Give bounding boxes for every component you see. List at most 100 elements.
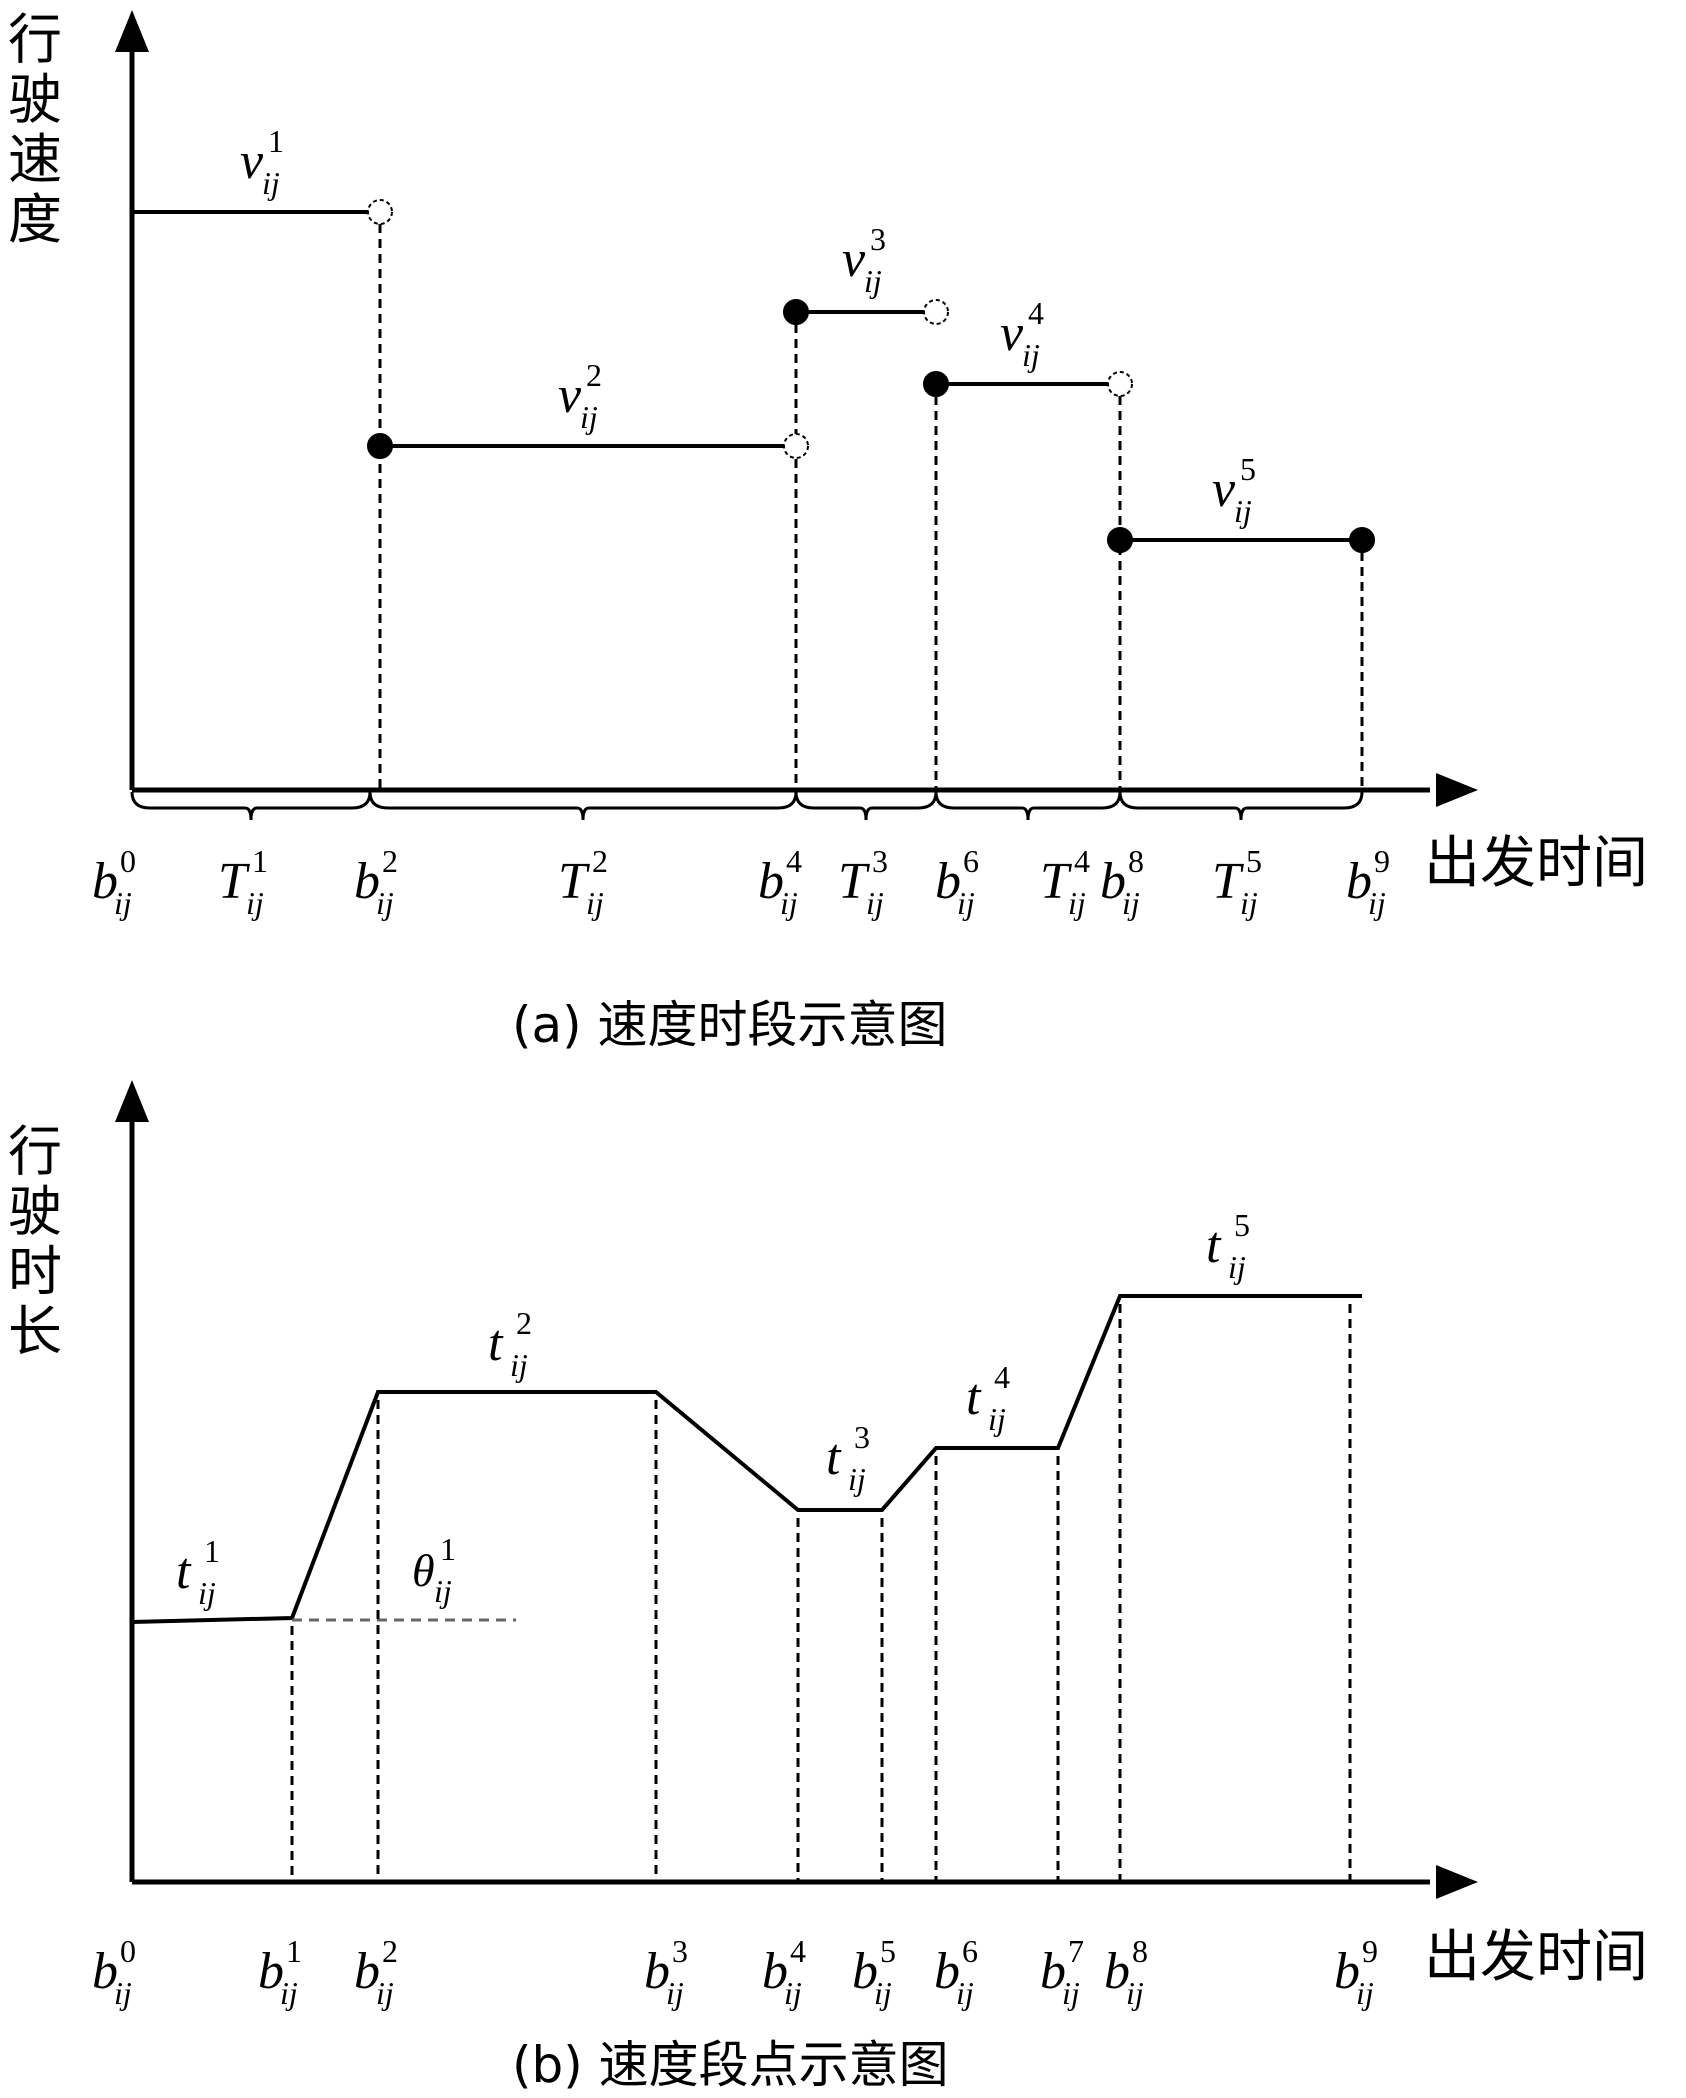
panel-a-breakpoint-label-subscript: ij [376,885,394,921]
panel-b-y-axis-arrow [115,1080,149,1122]
panel-a-breakpoint-label-symbol: b [935,853,961,910]
panel-a-period-label-symbol: T [838,853,870,910]
panel-a-speed-label-subscript: ij [262,165,280,201]
panel-b-time-label-subscript: ij [988,1401,1006,1437]
panel-a-open-endpoint [783,433,809,459]
panel-b-breakpoint-label-superscript: 7 [1068,1933,1084,1969]
panel-a-breakpoint-label-subscript: ij [1122,885,1140,921]
panel-b-breakpoint-label-symbol: b [1104,1943,1130,2000]
panel-b-time-label-symbol: t [966,1369,982,1426]
panel-b-angle-label-superscript: 1 [440,1531,456,1567]
panel-a-breakpoint-label-symbol: b [1100,853,1126,910]
panel-a-speed-label-symbol: v [558,367,582,424]
panel-b-breakpoint-label-symbol: b [852,1943,878,2000]
panel-a-period-label-symbol: T [558,853,590,910]
panel-a-y-axis-char: 度 [8,188,62,251]
panel-a-breakpoint-label-subscript: ij [1368,885,1386,921]
panel-a-breakpoint-label-superscript: 8 [1128,843,1144,879]
panel-b-breakpoint-label-subscript: ij [376,1975,394,2011]
panel-b-time-label-subscript: ij [848,1461,866,1497]
panel-a-speed-label-superscript: 3 [870,221,886,257]
panel-b-breakpoint-label-symbol: b [1334,1943,1360,2000]
panel-a-period-label-subscript: ij [586,885,604,921]
panel-b-x-axis-label: 出发时间 [1424,1925,1648,1990]
panel-a-x-axis-arrow [1436,773,1478,807]
panel-b-breakpoint-label-superscript: 3 [672,1933,688,1969]
panel-b-breakpoint-label-symbol: b [92,1943,118,2000]
panel-b-breakpoint-label-superscript: 5 [880,1933,896,1969]
panel-b-angle-label-symbol: θ [412,1545,435,1596]
panel-a-period-brace [934,791,1122,821]
panel-a-period-label-subscript: ij [1068,885,1086,921]
panel-b-time-label-subscript: ij [510,1347,528,1383]
panel-b-time-label-superscript: 2 [516,1305,532,1341]
panel-b-time-label-subscript: ij [1228,1249,1246,1285]
panel-a-period-label-subscript: ij [246,885,264,921]
panel-a-breakpoint-label-subscript: ij [114,885,132,921]
panel-a-closed-endpoint [783,299,809,325]
panel-b-breakpoint-label-subscript: ij [956,1975,974,2011]
panel-b-breakpoint-label-symbol: b [934,1943,960,2000]
panel-a-open-endpoint [1107,371,1133,397]
panel-a-speed-label-subscript: ij [1022,337,1040,373]
panel-a-closed-endpoint [1349,527,1375,553]
panel-b-breakpoint-label-symbol: b [1040,1943,1066,2000]
panel-a-speed-label-superscript: 1 [268,123,284,159]
panel-a-period-label-subscript: ij [866,885,884,921]
panel-a-speed-label-subscript: ij [1234,493,1252,529]
panel-a-period-label-symbol: T [1212,853,1244,910]
panel-b-breakpoint-label-subscript: ij [874,1975,892,2011]
panel-b-breakpoint-label-superscript: 8 [1132,1933,1148,1969]
panel-a-speed-label-symbol: v [240,133,264,190]
panel-a-x-axis-label: 出发时间 [1424,831,1648,896]
panel-b-breakpoint-label-symbol: b [258,1943,284,2000]
panel-a-speed-label-symbol: v [1000,305,1024,362]
panel-b-breakpoint-label-symbol: b [354,1943,380,2000]
panel-b-breakpoint-label-superscript: 4 [790,1933,806,1969]
panel-b-angle-label-subscript: ij [434,1573,452,1609]
panel-b-y-axis-char: 长 [8,1300,62,1363]
panel-b-caption: (b) 速度段点示意图 [512,2036,949,2094]
panel-b-breakpoint-label-symbol: b [644,1943,670,2000]
panel-a-breakpoint-label-superscript: 9 [1374,843,1390,879]
panel-a-open-endpoint [923,299,949,325]
panel-a-period-brace [130,791,372,821]
panel-b-y-axis-char: 时 [8,1240,62,1303]
panel-b-breakpoint-label-subscript: ij [1126,1975,1144,2011]
panel-a-closed-endpoint [1107,527,1133,553]
panel-a-breakpoint-label-subscript: ij [780,885,798,921]
panel-b-x-axis-arrow [1436,1865,1478,1899]
panel-a-period-label-symbol: T [1040,853,1072,910]
panel-a-period-brace [794,791,938,821]
panel-b-breakpoint-label-subscript: ij [666,1975,684,2011]
panel-b-time-label-superscript: 4 [994,1359,1010,1395]
panel-a-speed-label-superscript: 5 [1240,451,1256,487]
panel-a-speed-label-superscript: 4 [1028,295,1044,331]
panel-a-caption: (a) 速度时段示意图 [512,996,948,1054]
panel-b-breakpoint-label-superscript: 2 [382,1933,398,1969]
panel-a-breakpoint-label-superscript: 4 [786,843,802,879]
panel-a-speed-label-symbol: v [842,231,866,288]
panel-a-breakpoint-label-symbol: b [92,853,118,910]
